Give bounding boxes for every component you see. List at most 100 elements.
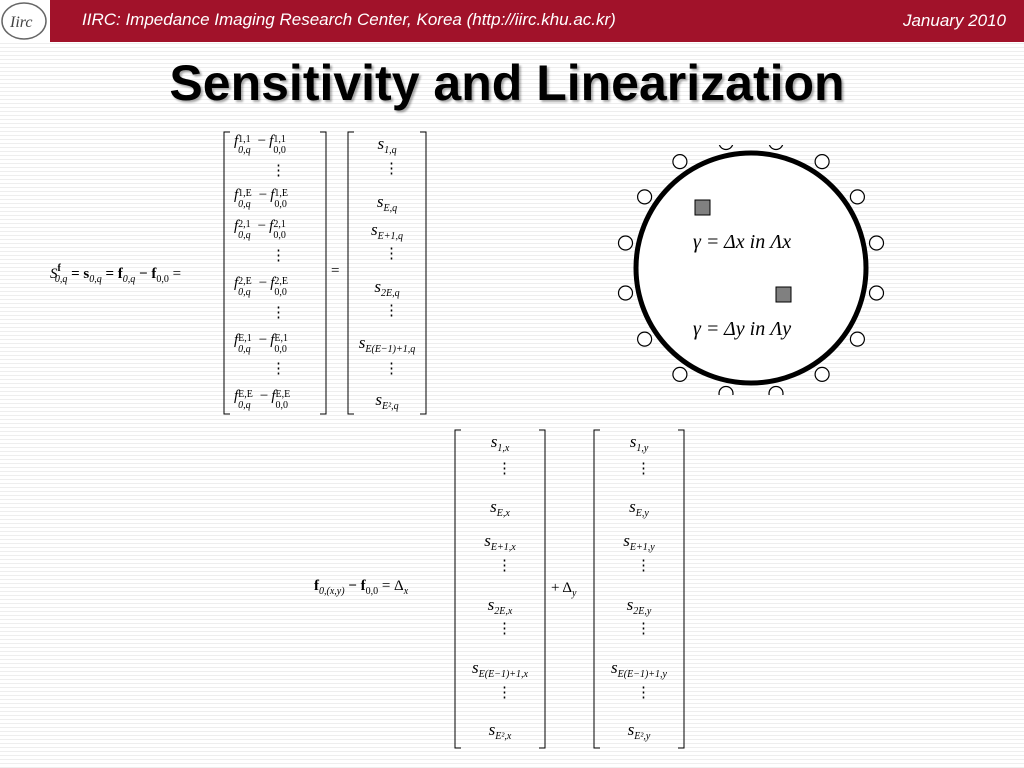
vertical-ellipsis: ⋮ <box>384 246 399 262</box>
f-sup: E,1 <box>238 333 252 344</box>
equation2-plus-delta: + Δy <box>551 580 576 599</box>
xvector-brackets <box>454 429 546 749</box>
electrode <box>672 154 688 170</box>
vertical-ellipsis: ⋮ <box>384 161 399 177</box>
s-sub: E(E−1)+1,q <box>365 344 416 355</box>
f-sup: E,E <box>275 389 291 400</box>
f-term: f <box>270 332 275 348</box>
s-sub: E,x <box>496 508 510 519</box>
electrode <box>814 366 830 382</box>
vector-entry: sE(E−1)+1,x <box>470 658 530 680</box>
vector-entry: s2E,x <box>470 595 530 617</box>
vertical-ellipsis: ⋮ <box>271 361 286 377</box>
f-sub: 0,0 <box>273 230 286 241</box>
s-symbol: s <box>377 134 385 153</box>
s-symbol: s <box>375 390 382 409</box>
eq-equals: = <box>172 266 182 282</box>
f-sup: 2,1 <box>273 219 286 230</box>
header-title: IIRC: Impedance Imaging Research Center,… <box>82 10 616 29</box>
f-sup: E,1 <box>274 333 289 344</box>
vertical-ellipsis: ⋮ <box>636 461 651 477</box>
f-term: f <box>234 332 239 348</box>
vertical-ellipsis: ⋮ <box>636 621 651 637</box>
electrode <box>868 285 885 301</box>
f-sup: 1,1 <box>238 134 251 145</box>
s-sub: E,y <box>635 508 649 519</box>
f-term: f <box>270 275 275 291</box>
eq2-equals-delta: = Δ <box>381 578 404 594</box>
electrode <box>617 235 634 251</box>
f-sub: 0,q <box>238 344 251 355</box>
f-term: f <box>271 388 276 404</box>
electrode <box>617 285 634 301</box>
s-sub: E,q <box>383 203 398 214</box>
electrode <box>814 154 830 170</box>
vertical-ellipsis: ⋮ <box>384 361 399 377</box>
s-symbol: s <box>623 531 630 550</box>
svg-text:Iirc: Iirc <box>9 14 33 31</box>
s-symbol: s <box>472 658 479 677</box>
slide-title: Sensitivity and Linearization <box>169 55 845 111</box>
minus: − <box>259 388 269 404</box>
s-symbol: s <box>629 432 637 451</box>
equation2-lhs: f0,(x,y) − f0,0 = Δx <box>314 578 408 597</box>
eq-minus-f-sub: 0,0 <box>156 274 169 285</box>
s-symbol: s <box>490 497 497 516</box>
f-term: f <box>234 275 239 291</box>
sensitivity-sub: 0,q <box>54 274 68 285</box>
f-term: f <box>234 388 239 404</box>
s-sub: E(E−1)+1,y <box>617 669 667 680</box>
eq2-delta-sub: x <box>403 586 409 597</box>
eq-minus-f: − f <box>139 266 157 282</box>
vertical-ellipsis: ⋮ <box>497 461 512 477</box>
s-symbol: s <box>490 432 498 451</box>
s-symbol: s <box>358 333 366 352</box>
s-symbol: s <box>371 220 378 239</box>
eq2-f-sub: 0,(x,y) <box>319 586 345 597</box>
s-sub: E+1,y <box>629 542 655 553</box>
label-gamma-x: γ = Δx in Λx <box>693 231 791 253</box>
anomaly-x-marker <box>694 199 711 216</box>
vector-entry: s1,q <box>357 134 417 156</box>
f-sup: 2,E <box>274 276 289 287</box>
f-sub: 0,q <box>238 199 251 210</box>
electrode <box>718 385 734 395</box>
f-term: f <box>234 187 239 203</box>
vector-entry: sE²,q <box>357 390 417 412</box>
s-symbol: s <box>488 720 496 739</box>
sensitivity-sup: f <box>57 263 61 274</box>
s-sub: 1,x <box>497 443 510 454</box>
electrode <box>868 235 885 251</box>
eq-s-sub: 0,q <box>89 274 102 285</box>
vector-entry: s2E,q <box>357 277 417 299</box>
svector-brackets <box>347 131 427 415</box>
minus: − <box>258 187 268 203</box>
vertical-ellipsis: ⋮ <box>271 163 286 179</box>
vector-entry: s1,x <box>470 432 530 454</box>
minus: − <box>257 218 267 234</box>
header-date: January 2010 <box>902 11 1006 30</box>
f-sub: 0,q <box>238 287 251 298</box>
s-sub: 2E,y <box>633 606 652 617</box>
electrode <box>718 145 734 151</box>
electrode <box>672 366 688 382</box>
eq2-plus-delta: + Δ <box>551 580 573 596</box>
f-term: f <box>234 218 239 234</box>
vector-entry: sE+1,y <box>609 531 669 553</box>
matrix1-brackets <box>223 131 327 415</box>
eq2-minus-sub: 0,0 <box>365 586 379 597</box>
s-sub: 1,q <box>384 145 397 156</box>
s-symbol: s <box>627 720 635 739</box>
minus: − <box>257 133 267 149</box>
vertical-ellipsis: ⋮ <box>384 303 399 319</box>
vertical-ellipsis: ⋮ <box>636 685 651 701</box>
